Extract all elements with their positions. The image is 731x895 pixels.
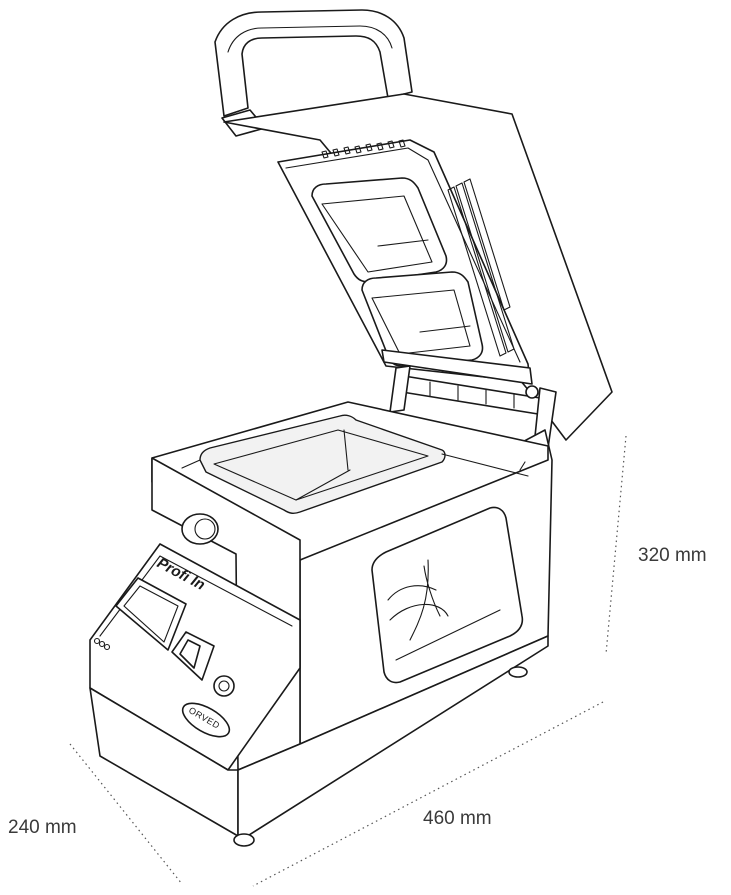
digital-display: [115, 577, 187, 651]
power-switch-rocker: [179, 639, 201, 669]
brand-logo-oval: [181, 702, 231, 738]
length-dimension-label: 460 mm: [423, 808, 492, 829]
lid-window-upper-inner: [321, 195, 433, 273]
foot-rear: [508, 666, 528, 678]
indicator-dots: [93, 637, 111, 651]
base-bottom-edge: [237, 635, 549, 843]
hinge-pivot: [525, 385, 539, 399]
tray-rails: [181, 453, 529, 477]
start-button: [213, 675, 235, 697]
handle-inner-edge: [227, 25, 393, 53]
adjustment-knob: [181, 513, 219, 545]
length-dimension-line: [252, 701, 604, 887]
lid-frame-inner: [285, 147, 521, 363]
internal-mechanism: [387, 559, 501, 661]
open-lid: [214, 9, 613, 449]
width-dimension-label: 240 mm: [8, 817, 77, 838]
lid-top-vents: [321, 139, 406, 159]
lid-window-lower-inner: [371, 289, 471, 355]
foot-front: [233, 833, 255, 847]
lid-handle: [214, 9, 413, 117]
base-side-opening: [371, 506, 524, 684]
height-dimension-line: [605, 435, 627, 655]
lid-side-vents: [447, 178, 515, 357]
machine-base: Profi In ORVED: [89, 401, 553, 847]
dimension-lines: [69, 435, 627, 887]
lid-window-upper: [311, 177, 448, 283]
lid-bottom-bar: [381, 349, 533, 385]
height-dimension-label: 320 mm: [638, 545, 707, 566]
tray-inner-rim: [213, 429, 429, 501]
tray-depth: [295, 429, 351, 501]
sealing-tray-well: [199, 414, 446, 515]
lid-strut-left: [389, 365, 411, 413]
